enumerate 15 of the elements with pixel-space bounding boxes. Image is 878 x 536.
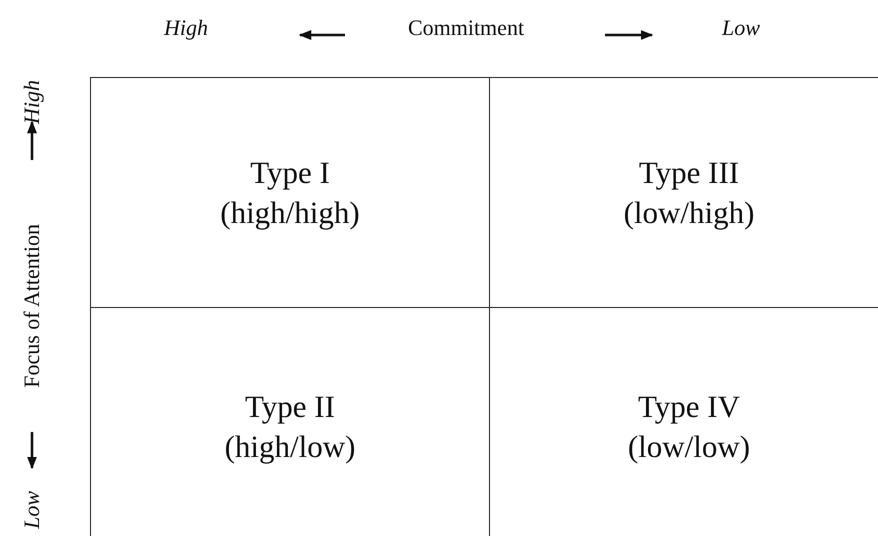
axis-end-label: Low	[722, 15, 760, 41]
axis-end-label: Low	[19, 491, 45, 529]
quadrant-cell	[90, 77, 490, 308]
quadrant-subtitle: (low/high)	[624, 194, 754, 232]
quadrant-title: Type III	[638, 154, 740, 192]
quadrant-subtitle: (high/high)	[220, 194, 360, 232]
axis-title: Commitment	[408, 15, 524, 41]
quadrant-title: Type I	[250, 154, 330, 192]
axis-end-label: High	[164, 15, 208, 41]
quadrant-subtitle: (high/low)	[224, 428, 356, 466]
quadrant-title: Type IV	[638, 388, 740, 426]
quadrant-subtitle: (low/low)	[628, 428, 750, 466]
axis-end-label: High	[19, 80, 45, 124]
quadrant-title: Type II	[245, 388, 335, 426]
axis-title: Focus of Attention	[19, 224, 45, 388]
